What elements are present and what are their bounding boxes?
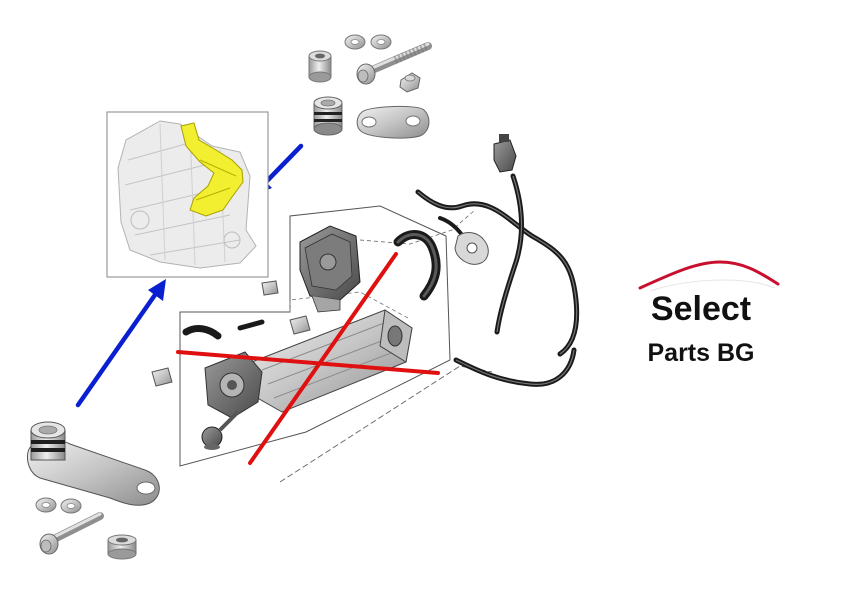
egr-small-valve [201,410,240,450]
washer-1 [344,34,366,50]
blanking-plug-bottom [30,421,66,461]
egr-hose-left [182,325,222,340]
egr-fitting-1 [261,280,279,296]
engine-illustration [106,111,269,278]
egr-cooler [251,309,413,413]
gasket [454,232,489,265]
cross-out-icon [176,252,440,465]
bolt-top [356,42,432,85]
top-hardware-kit [308,34,432,139]
washer-3 [35,497,57,513]
vacuum-hoses [415,173,580,387]
pressure-sensor [493,134,517,173]
egr-valve-illustration [151,205,493,483]
washer-4 [60,498,82,514]
egr-flange [204,351,263,419]
washer-2 [370,34,392,50]
logo-line-2: Parts BG [648,339,755,367]
logo-swoosh [638,260,780,290]
arrow-icon-bottom [75,279,166,408]
select-parts-logo: Select Parts BG [638,260,780,367]
spacer-sleeve-bottom [107,534,137,560]
egr-manifold-highlight [180,122,244,217]
egr-fitting-2 [151,367,173,387]
blanking-plate-illustration [27,421,160,560]
blanking-plug-top [313,96,343,136]
mounting-plate-top [356,105,430,139]
spacer-sleeve [308,50,332,83]
logo-line-1: Select [651,290,751,328]
bolt-bottom [39,512,104,555]
egr-fitting-3 [289,315,311,335]
egr-actuator [299,225,361,313]
egr-outline [179,205,451,467]
small-nut [399,72,421,93]
